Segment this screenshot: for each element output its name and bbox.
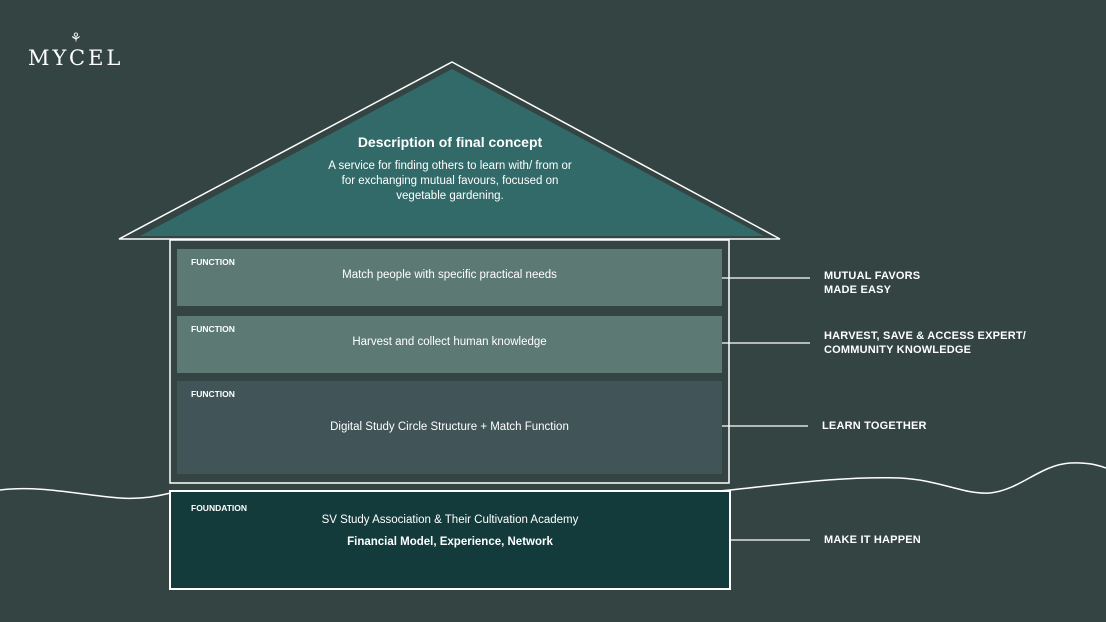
roof-title: Description of final concept	[357, 134, 543, 150]
function-tag: FUNCTION	[191, 324, 235, 334]
brand-logo: ⚘ MYCEL	[28, 31, 124, 70]
function-text: Digital Study Circle Structure + Match F…	[330, 421, 569, 433]
logo-text: MYCEL	[28, 46, 124, 70]
side-label-1-text: MUTUAL FAVORS MADE EASY	[824, 270, 921, 296]
side-label-2-text: HARVEST, SAVE & ACCESS EXPERT/ COMMUNITY…	[824, 330, 1027, 356]
foundation-line-1: SV Study Association & Their Cultivation…	[321, 514, 579, 526]
foundation-line-2: Financial Model, Experience, Network	[347, 536, 553, 548]
function-band-3: FUNCTION Digital Study Circle Structure …	[177, 381, 722, 474]
side-label-1: MUTUAL FAVORS MADE EASY	[824, 269, 920, 297]
side-label-3: LEARN TOGETHER	[822, 419, 927, 433]
function-text: Match people with specific practical nee…	[342, 269, 557, 281]
sprout-icon: ⚘	[70, 31, 85, 46]
function-band-1: FUNCTION Match people with specific prac…	[177, 249, 722, 306]
foundation-block: FOUNDATION SV Study Association & Their …	[169, 490, 731, 590]
side-label-3-text: LEARN TOGETHER	[822, 420, 927, 432]
house-body-outline	[169, 239, 730, 484]
side-label-2: HARVEST, SAVE & ACCESS EXPERT/ COMMUNITY…	[824, 329, 1026, 357]
function-tag: FUNCTION	[191, 389, 235, 399]
function-band-2: FUNCTION Harvest and collect human knowl…	[177, 316, 722, 373]
roof-outline	[118, 61, 781, 240]
foundation-tag: FOUNDATION	[191, 503, 248, 513]
ground-wave-line	[0, 462, 1106, 500]
roof-fill	[140, 69, 764, 236]
side-label-4: MAKE IT HAPPEN	[824, 533, 921, 547]
function-text: Harvest and collect human knowledge	[352, 336, 547, 348]
function-tag: FUNCTION	[191, 257, 235, 267]
side-label-4-text: MAKE IT HAPPEN	[824, 534, 921, 546]
roof-description: A service for finding others to learn wi…	[328, 160, 572, 202]
